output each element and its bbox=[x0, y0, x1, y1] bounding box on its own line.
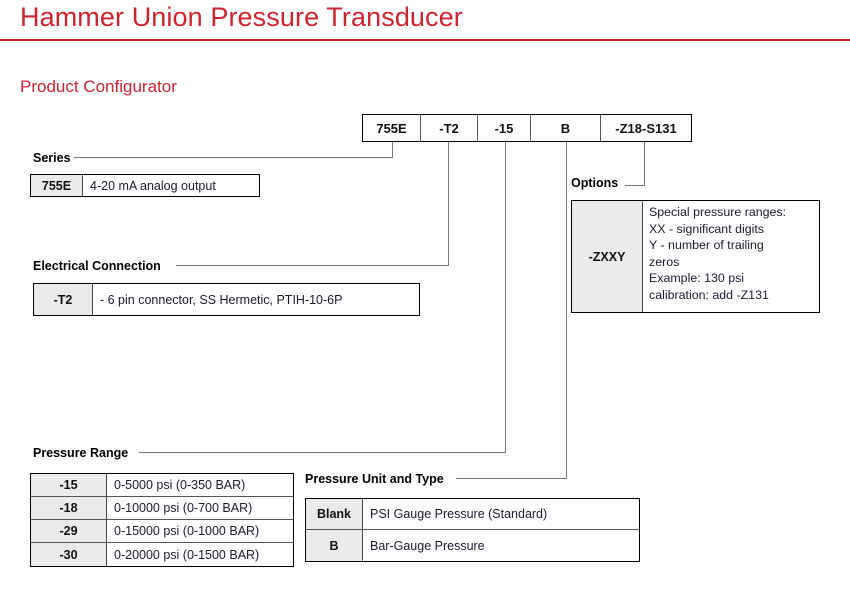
leader-options-horizontal bbox=[625, 185, 645, 187]
page-title: Hammer Union Pressure Transducer bbox=[20, 2, 463, 32]
part-number-segment: -15 bbox=[478, 115, 531, 141]
table-pressure-unit-and-type: Blank PSI Gauge Pressure (Standard) B Bar-G… bbox=[305, 498, 640, 562]
leader-electrical-vertical bbox=[448, 142, 450, 266]
row-description: 0-20000 psi (0-1500 BAR) bbox=[114, 547, 260, 562]
options-description: Special pressure ranges: XX - significant… bbox=[643, 201, 819, 312]
row-description: - 6 pin connector, SS Hermetic, PTIH-10-… bbox=[100, 292, 343, 307]
leader-series-horizontal bbox=[74, 157, 393, 159]
options-code: -ZXXY bbox=[572, 201, 643, 312]
leader-pressure-unit-vertical bbox=[566, 142, 568, 479]
row-code: B bbox=[306, 530, 363, 561]
table-series: 755E 4-20 mA analog output bbox=[30, 174, 260, 197]
row-code: -29 bbox=[31, 520, 107, 542]
options-description-line: Special pressure ranges: bbox=[649, 205, 787, 219]
row-description: PSI Gauge Pressure (Standard) bbox=[370, 507, 548, 521]
leader-pressure-range-vertical bbox=[505, 142, 507, 453]
row-code: -15 bbox=[31, 474, 107, 496]
header-divider bbox=[0, 39, 850, 41]
group-label-electrical-connection: Electrical Connection bbox=[33, 259, 161, 273]
table-row: -30 0-20000 psi (0-1500 BAR) bbox=[31, 543, 293, 566]
row-description: 0-5000 psi (0-350 BAR) bbox=[114, 478, 246, 492]
leader-options-vertical bbox=[644, 142, 646, 186]
group-label-options: Options bbox=[571, 176, 619, 190]
row-code: Blank bbox=[306, 499, 363, 529]
leader-pressure-unit-horizontal bbox=[456, 478, 567, 480]
table-row: Blank PSI Gauge Pressure (Standard) bbox=[306, 499, 639, 530]
leader-series-vertical bbox=[392, 142, 394, 158]
options-description-line: zeros bbox=[649, 254, 680, 269]
part-number-segment: -Z18-S131 bbox=[615, 120, 677, 136]
row-code: -18 bbox=[31, 497, 107, 519]
options-description-line: XX - significant digits bbox=[649, 221, 765, 236]
section-title: Product Configurator bbox=[20, 77, 177, 96]
leader-pressure-range-horizontal bbox=[139, 452, 506, 454]
group-label-pressure-range: Pressure Range bbox=[33, 446, 129, 460]
part-number-segment: 755E bbox=[363, 115, 421, 141]
row-description: 4-20 mA analog output bbox=[90, 178, 216, 193]
table-options: -ZXXY Special pressure ranges: XX - signi… bbox=[571, 200, 820, 313]
row-code: -30 bbox=[31, 543, 107, 566]
row-description: 0-10000 psi (0-700 BAR) bbox=[114, 501, 253, 515]
group-label-series: Series bbox=[33, 151, 71, 165]
row-description: Bar-Gauge Pressure bbox=[370, 538, 485, 553]
row-description: 0-15000 psi (0-1000 BAR) bbox=[114, 524, 260, 538]
table-row: B Bar-Gauge Pressure bbox=[306, 530, 639, 561]
group-label-pressure-unit-and-type: Pressure Unit and Type bbox=[305, 472, 444, 486]
leader-electrical-horizontal bbox=[176, 265, 449, 267]
table-row: -18 0-10000 psi (0-700 BAR) bbox=[31, 497, 293, 520]
table-row: 755E 4-20 mA analog output bbox=[31, 175, 259, 196]
table-row: -29 0-15000 psi (0-1000 BAR) bbox=[31, 520, 293, 543]
table-electrical-connection: -T2 - 6 pin connector, SS Hermetic, PTIH-… bbox=[33, 283, 420, 316]
part-number-segment: -T2 bbox=[421, 115, 478, 141]
row-code: -T2 bbox=[34, 284, 93, 315]
table-row: -15 0-5000 psi (0-350 BAR) bbox=[31, 474, 293, 497]
table-pressure-range: -15 0-5000 psi (0-350 BAR) -18 0-10000 psi … bbox=[30, 473, 294, 567]
part-number-segment: B bbox=[531, 115, 601, 141]
row-code: 755E bbox=[31, 175, 83, 196]
options-description-line: Example: 130 psi bbox=[649, 271, 745, 286]
options-description-line: Y - number of trailing bbox=[649, 238, 764, 253]
table-row: -T2 - 6 pin connector, SS Hermetic, PTIH-… bbox=[34, 284, 419, 315]
options-description-line: calibration: add -Z131 bbox=[649, 287, 769, 302]
